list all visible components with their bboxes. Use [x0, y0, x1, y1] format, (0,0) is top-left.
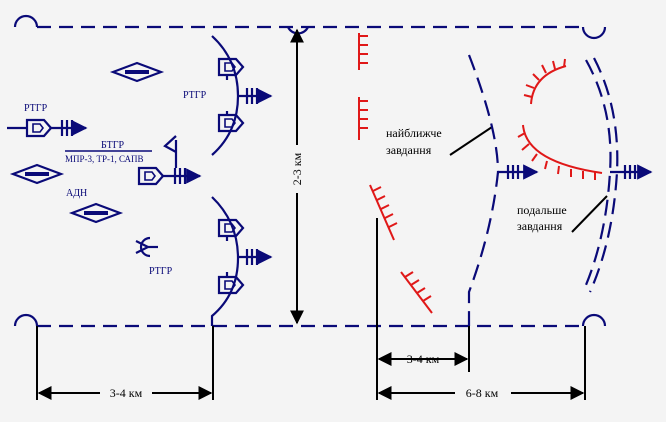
diamond-unit-icon — [68, 202, 124, 224]
boundary-hook-bottom-right — [581, 313, 607, 327]
flag-tank-icon — [217, 218, 245, 241]
flag-tank-icon — [217, 111, 245, 133]
enemy-defense-line-icon — [400, 271, 433, 314]
front-arc-bottom — [210, 196, 240, 326]
further-task-leader — [571, 195, 608, 233]
enemy-defense-line-icon — [358, 33, 368, 70]
enemy-defense-line-icon — [517, 124, 603, 180]
enemy-defense-line-icon — [523, 58, 567, 105]
diamond-unit-icon — [109, 61, 165, 83]
enemy-defense-lines — [358, 33, 603, 314]
rtgr-bottom-label: РТГР — [149, 266, 173, 277]
nearest-task-line — [467, 54, 500, 326]
left-depth-text: 3-4 км — [110, 386, 143, 400]
task-lines — [467, 54, 619, 326]
width-dimension-text: 2-3 км — [290, 152, 304, 185]
flag-tank-icon — [217, 272, 245, 295]
further-task-line-1 — [581, 59, 612, 293]
enemy-defense-line-icon — [369, 184, 398, 241]
own-forces — [7, 35, 273, 326]
nearest-task-label-2: завдання — [386, 143, 432, 157]
btgr-pennant-icon — [163, 135, 178, 168]
rtgr-top-label: РТГР — [183, 90, 207, 101]
further-depth-text: 6-8 км — [466, 386, 499, 400]
flag-tank-icon — [25, 118, 53, 138]
further-task-label-2: завдання — [517, 219, 563, 233]
boundary-hook-top-right — [581, 26, 607, 40]
diamond-unit-icon — [9, 163, 65, 185]
nearest-depth-text: 3-4 км — [407, 352, 440, 366]
flag-tank-icon — [217, 57, 245, 80]
enemy-defense-line-icon — [358, 97, 368, 140]
flag-tank-icon — [137, 166, 165, 186]
boundary-lines — [13, 14, 607, 328]
front-arc-top — [211, 35, 240, 156]
btgr-support-label: МПР-3, ТР-1, САПВ — [65, 154, 144, 164]
nearest-task-leader — [449, 126, 493, 156]
boundary-hook-bottom-left — [13, 313, 39, 327]
nearest-task-label-1: найближче — [386, 126, 442, 140]
task-advance-arrows — [498, 164, 653, 180]
further-task-label-1: подальше — [517, 203, 567, 217]
boundary-hook-top-left — [13, 14, 39, 28]
antenna-icon — [135, 236, 158, 258]
further-task-line-2 — [588, 57, 619, 293]
rtgr-left-label: РТГР — [24, 103, 48, 114]
adn-label: АДН — [66, 188, 87, 199]
btgr-label: БТГР — [101, 140, 125, 151]
